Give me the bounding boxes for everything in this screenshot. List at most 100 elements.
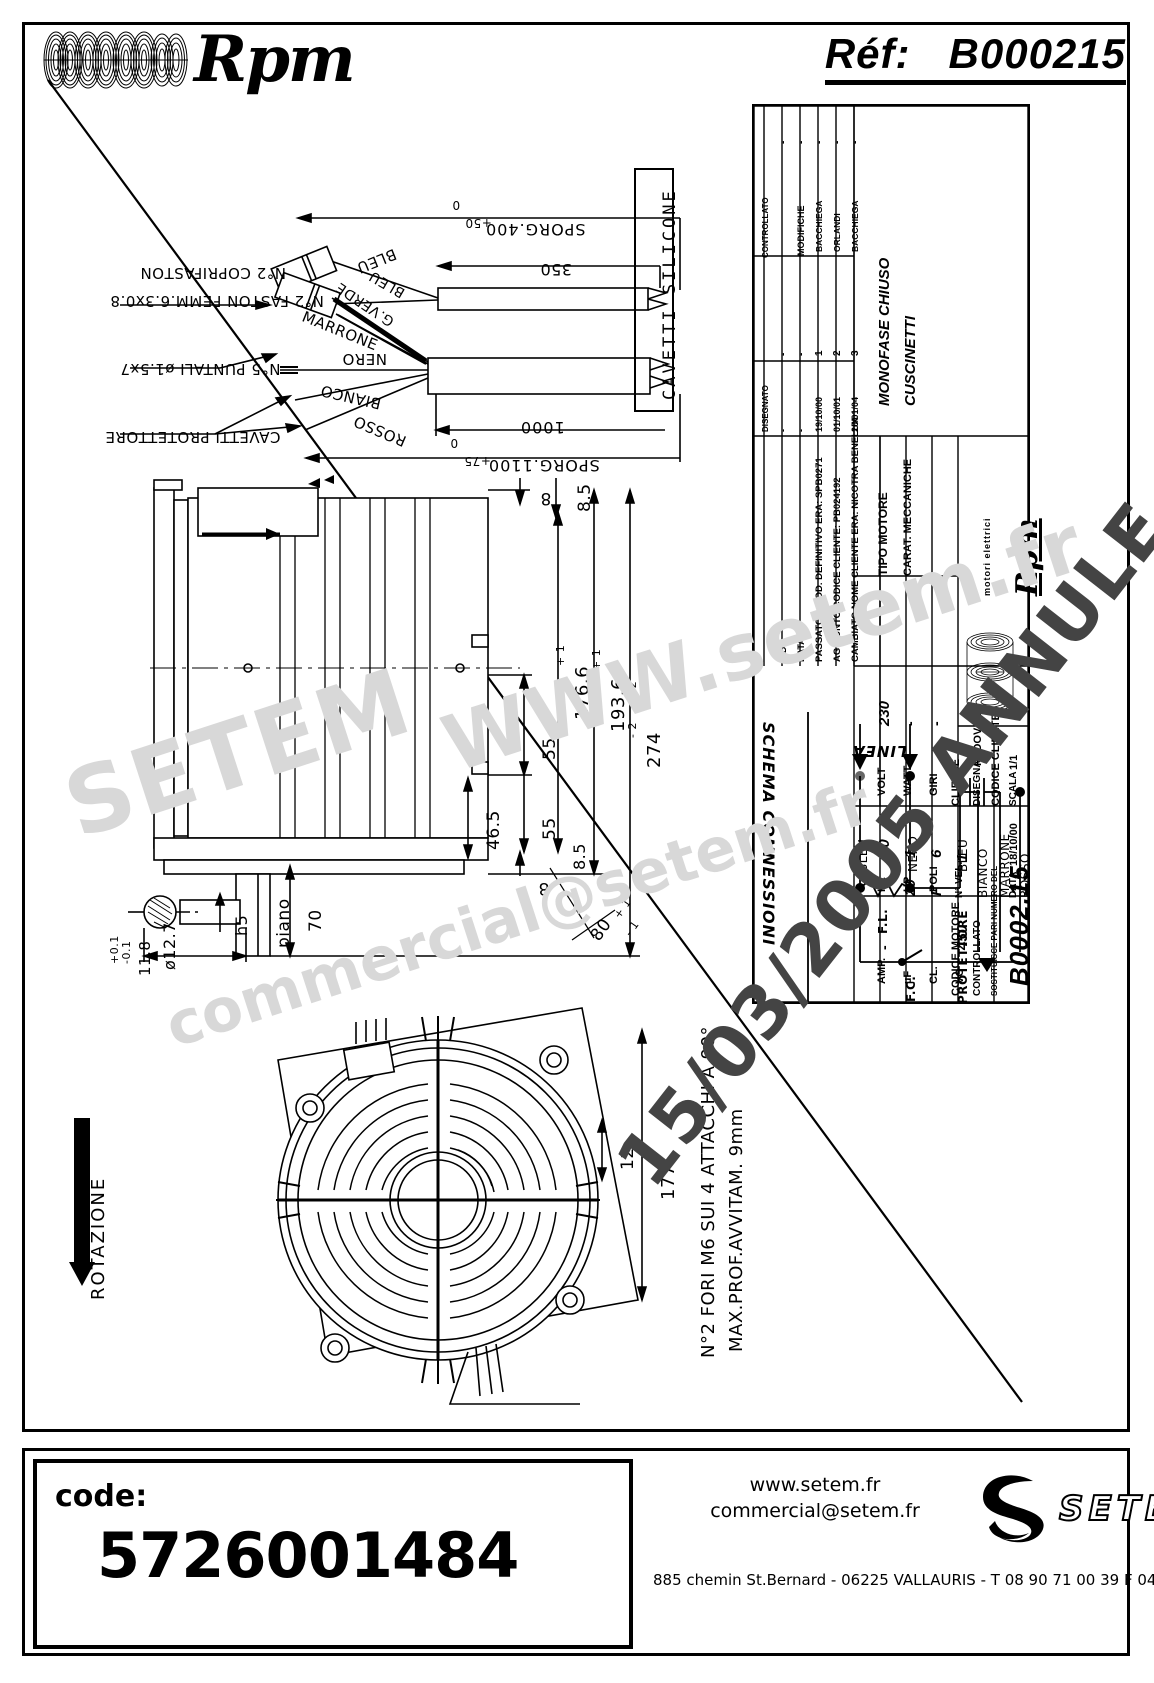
revision-checked-2: - bbox=[832, 140, 843, 144]
title-block-grid bbox=[753, 105, 1029, 1003]
revision-desc-3: PASSATO A COD. DEFINITIVO ERA: SPB0271 bbox=[814, 457, 825, 662]
title-block: CAMBIATO NOME CLIENTE ERA: NICOTRA BENEL… bbox=[752, 104, 1045, 1004]
schema-svg bbox=[807, 712, 1025, 1004]
dim-274: 274 bbox=[644, 732, 665, 768]
cavetti-silicone-label: CAVETTI SILICONE bbox=[660, 188, 680, 400]
schema-bleu2: BLEU bbox=[956, 838, 970, 872]
puntali-note: N°5 PUNTALI ø1.5x7 bbox=[120, 360, 281, 378]
sporg-1100-tol-lower: +75 bbox=[464, 454, 491, 468]
titleblock-brand: Rpm motori elettrici bbox=[960, 446, 1045, 712]
revision-desc-2: AGGIUNTO CODICE CLIENTE: PB024192 bbox=[832, 477, 843, 662]
rotazione-label: ROTAZIONE bbox=[88, 1176, 109, 1300]
coil-icon bbox=[43, 31, 188, 89]
schema-fc-label: F.C. bbox=[904, 975, 918, 1002]
revision-ind-4: - bbox=[796, 352, 807, 356]
setem-swoosh-icon bbox=[983, 1475, 1044, 1543]
carat-meccaniche-label: CARAT. MECCANICHE bbox=[902, 458, 914, 576]
revision-date-2: 01/10/01 bbox=[832, 396, 842, 432]
copriaston-note: N°2 COPRIFASTON bbox=[140, 264, 286, 282]
revision-checked-5: - bbox=[778, 140, 789, 144]
revision-drawn-3: BACCHIEGA bbox=[814, 200, 824, 252]
dim-274-tol-minus: - 2 bbox=[626, 722, 639, 738]
col-disegnato-label: DISEGNATO bbox=[761, 385, 770, 432]
revision-drawn-2: ORLANDI bbox=[832, 213, 842, 252]
setem-website[interactable]: www.setem.fr bbox=[749, 1474, 881, 1496]
schema-title: SCHEMA CONNESSIONI bbox=[759, 722, 778, 946]
revision-ind-1: 3 bbox=[850, 350, 861, 356]
linea-label: LINEA bbox=[852, 742, 907, 760]
revision-date-4: - bbox=[796, 429, 806, 432]
revision-date-1: 20/01/04 bbox=[850, 396, 860, 432]
schema-connessioni: SCHEMA CONNESSIONI LINEA BLEU NERO BLEU … bbox=[752, 712, 1032, 1004]
dim-85-top: 8.5 bbox=[575, 483, 595, 512]
revision-checked-1: - bbox=[850, 140, 861, 144]
carat-meccaniche-value: CUSCINETTI bbox=[902, 316, 919, 406]
dim-70: 70 bbox=[306, 909, 326, 932]
ref-value: B000215 bbox=[948, 30, 1126, 77]
setem-email[interactable]: commercial@setem.fr bbox=[710, 1499, 920, 1522]
tipo-motore-label: TIPO MOTORE bbox=[876, 492, 890, 576]
shaft-fit-h5: h5 bbox=[232, 914, 251, 936]
shaft-tol-minus: -0.1 bbox=[120, 940, 133, 964]
dim-8-bottom: 8 bbox=[538, 878, 550, 898]
setem-logo: SETEM bbox=[975, 1471, 1154, 1547]
revision-ind-5: - bbox=[778, 352, 789, 356]
dim-465: 46.5 bbox=[484, 810, 504, 850]
end-view-svg bbox=[69, 1007, 648, 1405]
revision-checked-3: - bbox=[814, 140, 825, 144]
schema-rosso: ROSSO bbox=[1018, 853, 1032, 898]
footer-block: code: 5726001484 www.setem.fr commercial… bbox=[22, 1448, 1154, 1656]
revision-ind-3: 1 bbox=[814, 350, 825, 356]
protettore-note: CAVETTI PROTETTORE bbox=[105, 428, 281, 446]
code-label: code: bbox=[55, 1479, 148, 1514]
code-value: 5726001484 bbox=[97, 1519, 519, 1592]
sporg-1100-tol-upper: 0 bbox=[450, 436, 459, 450]
drawing-border bbox=[22, 22, 1130, 1432]
cancel-diagonal-line bbox=[47, 79, 1023, 1403]
modifiche-label: MODIFICHE bbox=[796, 205, 806, 257]
ref-label: Réf: bbox=[824, 30, 911, 77]
shaft-len: 11.8 bbox=[136, 940, 154, 976]
revision-ind-col-label: IND bbox=[778, 646, 788, 663]
revision-checked-4: - bbox=[796, 140, 807, 144]
schema-protettore-label: PROTETTORE bbox=[956, 910, 970, 1004]
piano-label: piano bbox=[274, 898, 294, 948]
shaft-dia: ø12.7 bbox=[160, 922, 179, 970]
schema-marrone: MARRONE bbox=[998, 833, 1012, 898]
dim-274-tol-plus: + 2 bbox=[626, 680, 639, 702]
shaft-tol-plus: +0.1 bbox=[108, 935, 121, 964]
cavetti-silicone-box: CAVETTI SILICONE bbox=[634, 168, 680, 412]
dim-85-bottom: 8.5 bbox=[570, 843, 589, 870]
elevation-svg bbox=[128, 475, 640, 962]
setem-address: 885 chemin St.Bernard - 06225 VALLAURIS … bbox=[653, 1571, 1154, 1589]
dim-1936-tol-plus: + 1 bbox=[590, 648, 603, 670]
logo-wordmark: Rpm bbox=[194, 22, 356, 97]
titleblock-brand-sub: motori elettrici bbox=[982, 517, 992, 596]
revision-data-col-label: DATA bbox=[796, 638, 806, 662]
sporg-400-tol-upper: 0 bbox=[452, 198, 461, 212]
schema-bianco: BIANCO bbox=[976, 848, 990, 898]
setem-wordmark: SETEM bbox=[1058, 1488, 1154, 1530]
revision-desc-1: CAMBIATO NOME CLIENTE ERA: NICOTRA BENEL… bbox=[850, 417, 861, 662]
motor-elevation-view: 8 8.5 55 55 46.5 176.6 + 1 - 1 193.6 + 1… bbox=[108, 470, 740, 990]
revision-ind-2: 2 bbox=[832, 350, 843, 356]
dim-1936-tol-minus: - 1 bbox=[590, 686, 603, 702]
dim-1766-tol-minus: - 1 bbox=[554, 682, 567, 698]
dim-1766-tol-plus: + 1 bbox=[554, 644, 567, 666]
cable-diagram: N°2 FASTON FEMM.6.3x0.8 N°2 COPRIFASTON … bbox=[105, 100, 740, 475]
cable-diagram-svg bbox=[120, 212, 681, 464]
code-box: code: 5726001484 bbox=[33, 1459, 633, 1649]
titleblock-coil-icon bbox=[966, 632, 1014, 712]
dim-55-lower: 55 bbox=[540, 817, 560, 840]
col-controllato-label: CONTROLLATO bbox=[761, 197, 770, 258]
revision-date-3: 19/10/00 bbox=[814, 396, 824, 432]
len-350-dim: 350 bbox=[540, 260, 573, 279]
revision-date-5: - bbox=[778, 429, 788, 432]
len-1000-dim: 1000 bbox=[520, 418, 565, 437]
motor-end-view: ROTAZIONE 12 177 N°2 FORI M6 SUI 4 ATTAC… bbox=[69, 1000, 770, 1430]
tipo-motore-value: MONOFASE CHIUSO bbox=[876, 257, 893, 406]
revision-drawn-1: BACCHIEGA bbox=[850, 200, 860, 252]
rpm-logo: Rpm bbox=[40, 22, 356, 97]
titleblock-brand-word: Rpm bbox=[1010, 518, 1045, 596]
